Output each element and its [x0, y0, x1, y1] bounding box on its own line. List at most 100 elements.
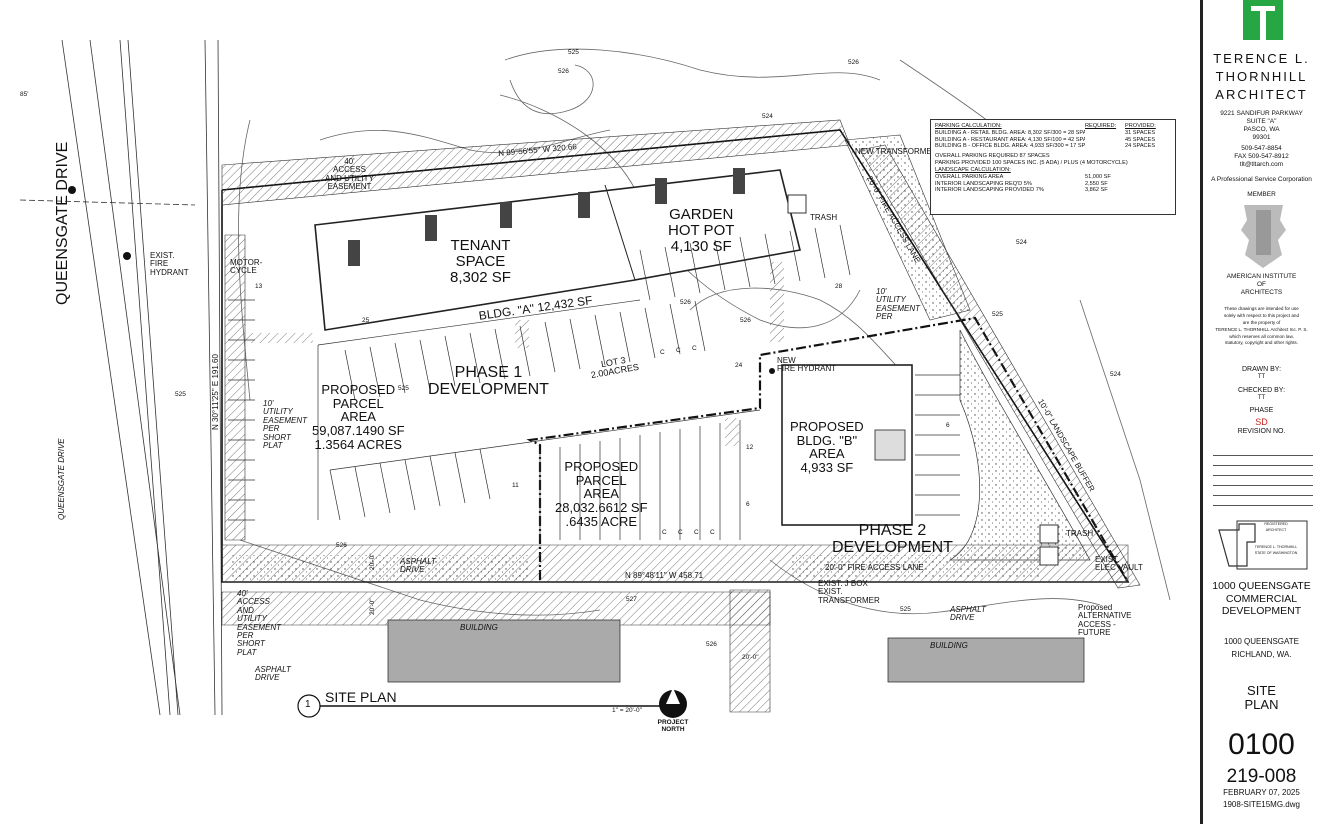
building-a-footprint — [314, 169, 801, 331]
site-plan-drawing — [19, 39, 1171, 718]
building-a-entries — [348, 168, 745, 266]
trash-label: TRASH — [810, 213, 838, 222]
contour-label: 526 — [336, 542, 347, 549]
contour-label: 527 — [626, 596, 637, 603]
queensgate-drive-label: QUEENSGATE DRIVE — [54, 141, 71, 305]
compact-stall: C — [676, 347, 681, 354]
contour-label: 524 — [1016, 239, 1027, 246]
contour-label: 525 — [175, 391, 186, 398]
drawn-by-label: DRAWN BY: — [1241, 366, 1282, 373]
landscape-areas — [232, 134, 1091, 580]
bearing-bottom-label: N 89°48'11" W 458.71 — [625, 571, 704, 580]
stall-count: 11 — [512, 482, 519, 489]
member-label: MEMBER — [1247, 191, 1276, 198]
site-plan-number: 1 — [305, 699, 311, 710]
bearing-left-label: N 30°11'25" E 191.60 — [211, 354, 220, 430]
compact-stall: C — [660, 349, 665, 356]
phase-value: SD — [1255, 417, 1268, 427]
compact-stall: C — [710, 529, 715, 536]
contour-label: 524 — [1110, 371, 1121, 378]
job-number: 219-008 — [1226, 766, 1297, 787]
contour-label: 526 — [706, 641, 717, 648]
stall-count: 24 — [735, 362, 743, 369]
street-lines — [19, 39, 223, 716]
aia-emblem-icon — [1241, 205, 1286, 268]
motorcycle-label: MOTOR-CYCLE — [230, 258, 263, 276]
trash-label-2: TRASH — [1066, 529, 1094, 538]
offsite-building-label-1: BUILDING — [460, 623, 498, 632]
offsite-buildings — [387, 619, 1085, 683]
trash-enclosures — [787, 194, 1059, 566]
crosswalks — [245, 262, 784, 446]
firm-corp: A Professional Service Corporation — [1211, 176, 1312, 183]
contour-label: 526 — [848, 59, 859, 66]
stall-count: 12 — [746, 444, 754, 451]
parking-stalls — [228, 224, 960, 540]
contour-label: 525 — [398, 385, 409, 392]
site-plan-title-graphic — [297, 694, 660, 718]
dimension-label: 20'-0" — [369, 598, 376, 615]
architect-stamp-icon — [1218, 520, 1308, 570]
stall-count: 6 — [946, 422, 950, 429]
contour-label: 524 — [762, 113, 773, 120]
contour-label: 525 — [900, 606, 911, 613]
site-plan-title: SITE PLAN — [325, 689, 397, 705]
queensgate-drive-small-label: QUEENSGATE DRIVE — [57, 438, 66, 520]
compact-stall: C — [662, 529, 667, 536]
north-arrow-label: PROJECT NORTH — [657, 719, 689, 733]
checked-by-label: CHECKED BY: — [1237, 387, 1286, 394]
contour-label: 526 — [558, 68, 569, 75]
stall-count: 6 — [746, 501, 750, 508]
contour-label: 525 — [992, 311, 1003, 318]
compact-stall: C — [694, 529, 699, 536]
exist-elec-vault-label: EXIST.ELEC VAULT — [1095, 555, 1143, 573]
contour-label: 526 — [680, 299, 691, 306]
offsite-building-label-2: BUILDING — [930, 641, 968, 650]
dimension-label: 20'-0" — [742, 654, 759, 661]
phase-label: PHASE — [1249, 407, 1274, 414]
contour-label: 526 — [740, 317, 751, 324]
firm-logo-icon — [1243, 0, 1283, 40]
sheet-date: FEBRUARY 07, 2025 — [1223, 788, 1300, 797]
revision-label: REVISION NO. — [1237, 428, 1286, 435]
north-arrow — [659, 688, 687, 718]
compact-stall: C — [678, 529, 683, 536]
stall-count: 13 — [255, 283, 263, 290]
new-transformer-label: NEW TRANSFORMER — [855, 147, 938, 156]
drawn-by-value: TT — [1257, 374, 1266, 380]
stall-count: 25 — [362, 317, 370, 324]
building-b-footprint — [781, 364, 913, 526]
hydrant-symbols — [68, 186, 775, 374]
stall-count: 28 — [835, 283, 843, 290]
sheet-number: 0100 — [1228, 728, 1295, 761]
file-name: 1908-SITE15MG.dwg — [1223, 800, 1300, 809]
checked-by-value: TT — [1257, 395, 1266, 401]
compact-stall: C — [692, 345, 697, 352]
scale-label: 1" = 20'-0" — [612, 707, 642, 714]
